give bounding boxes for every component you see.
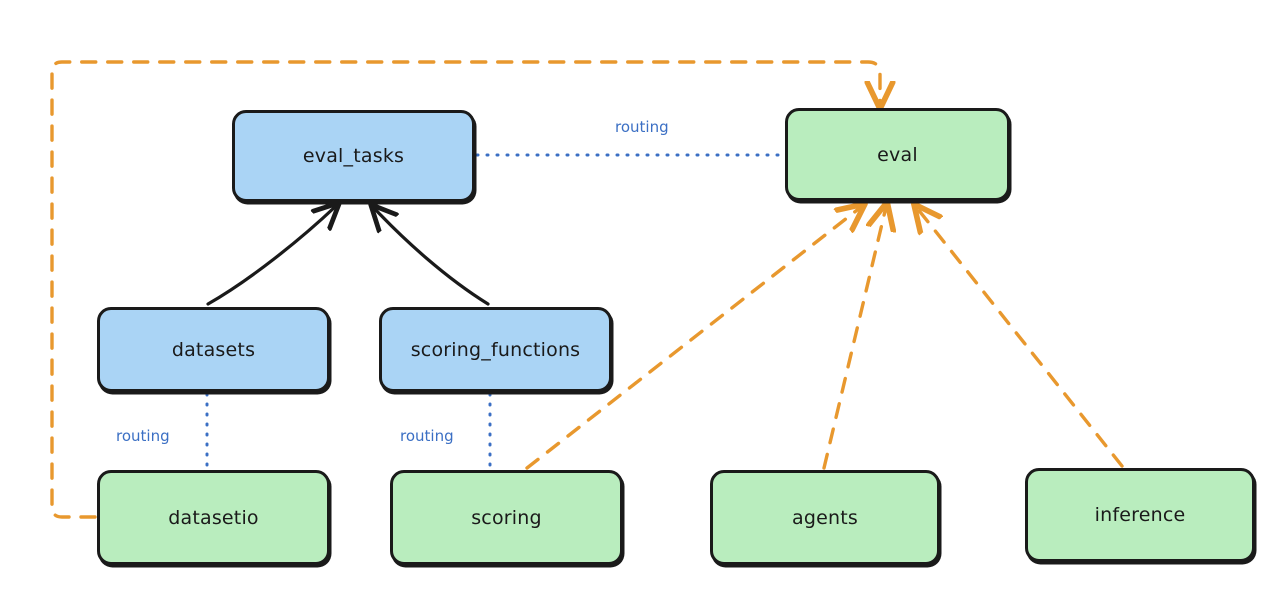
edge-scoring-functions-to-eval-tasks bbox=[374, 208, 490, 306]
node-label-scoring-functions: scoring_functions bbox=[410, 338, 581, 361]
edge-scoring-to-eval bbox=[525, 207, 861, 470]
node-eval[interactable]: eval bbox=[785, 108, 1010, 201]
node-label-datasets: datasets bbox=[171, 338, 256, 361]
node-inference[interactable]: inference bbox=[1025, 468, 1255, 562]
node-scoring[interactable]: scoring bbox=[390, 470, 623, 565]
node-datasets[interactable]: datasets bbox=[97, 307, 330, 392]
edge-agents-to-eval bbox=[822, 207, 886, 470]
node-label-eval-tasks: eval_tasks bbox=[302, 145, 405, 167]
node-agents[interactable]: agents bbox=[710, 470, 940, 565]
node-eval-tasks[interactable]: eval_tasks bbox=[232, 110, 475, 202]
node-label-inference: inference bbox=[1094, 504, 1186, 526]
edge-datasetio-to-eval bbox=[50, 60, 880, 519]
node-label-datasetio: datasetio bbox=[168, 506, 259, 529]
node-scoring-functions[interactable]: scoring_functions bbox=[379, 307, 612, 392]
edge-label-routing-datasets: routing bbox=[116, 427, 170, 445]
node-label-agents: agents bbox=[792, 506, 858, 529]
edge-datasets-to-eval-tasks bbox=[206, 206, 336, 306]
edge-inference-to-eval bbox=[917, 208, 1124, 468]
node-label-eval: eval bbox=[877, 143, 918, 166]
edge-label-routing-eval-tasks: routing bbox=[615, 118, 669, 136]
edge-label-routing-scoring-functions: routing bbox=[400, 427, 454, 445]
node-datasetio[interactable]: datasetio bbox=[97, 470, 330, 565]
node-label-scoring: scoring bbox=[471, 506, 542, 529]
